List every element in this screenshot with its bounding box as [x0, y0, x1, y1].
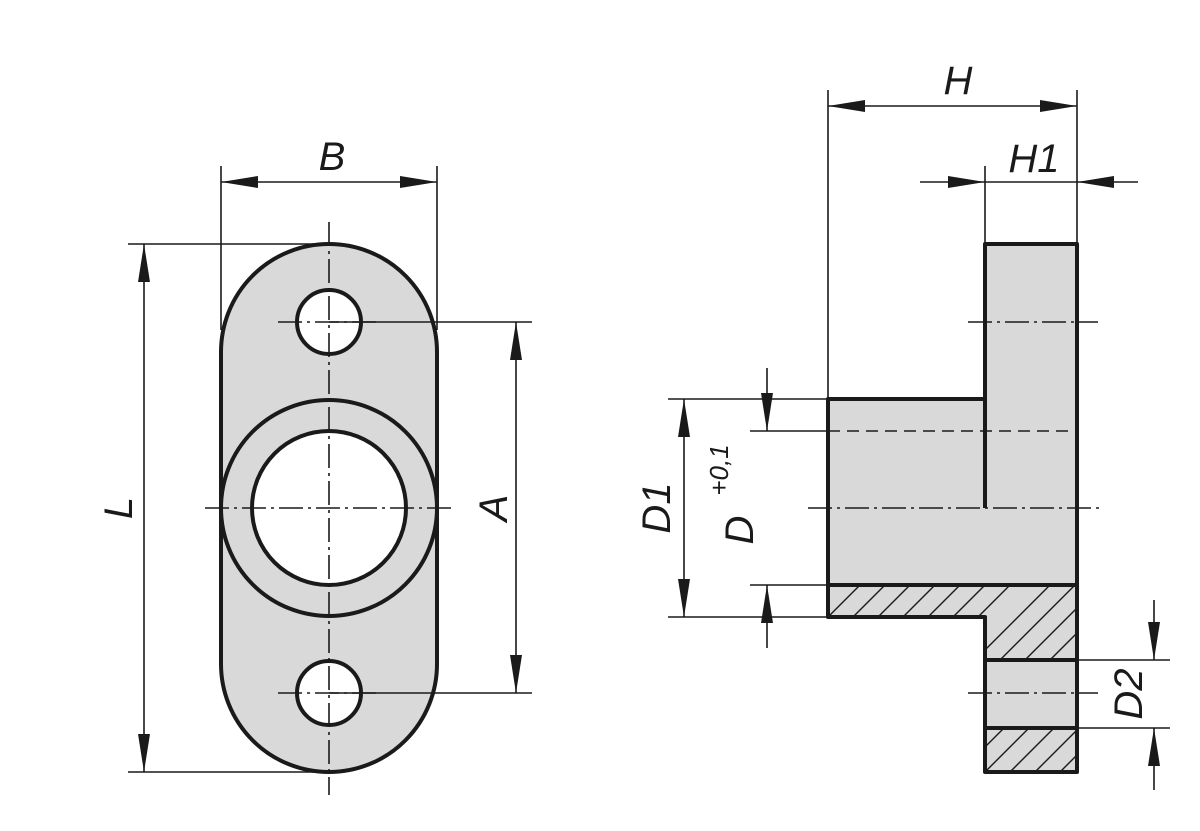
dimension-D2: D2 — [1077, 600, 1170, 790]
front-view: B L A — [97, 135, 532, 795]
label-D1: D1 — [635, 482, 679, 533]
dimension-H: H — [827, 59, 1078, 399]
label-A: A — [472, 495, 516, 524]
dimension-L: L — [97, 243, 329, 773]
section-hatch-upper — [828, 585, 1077, 660]
side-body — [826, 242, 1079, 774]
dimension-B: B — [220, 135, 438, 330]
label-D-tolerance: +0,1 — [704, 444, 734, 495]
label-B: B — [319, 135, 346, 179]
label-H: H — [944, 59, 973, 103]
side-view: H H1 D1 D +0,1 — [635, 59, 1170, 790]
label-D: D — [718, 516, 762, 545]
dimension-H1: H1 — [920, 137, 1138, 244]
dimension-D1: D1 — [635, 398, 828, 618]
section-hatch-lower — [985, 728, 1077, 772]
label-L: L — [97, 497, 141, 519]
dimension-D: D +0,1 — [704, 368, 828, 648]
dimension-A: A — [329, 321, 532, 694]
label-D2: D2 — [1107, 668, 1151, 719]
label-H1: H1 — [1008, 137, 1059, 181]
